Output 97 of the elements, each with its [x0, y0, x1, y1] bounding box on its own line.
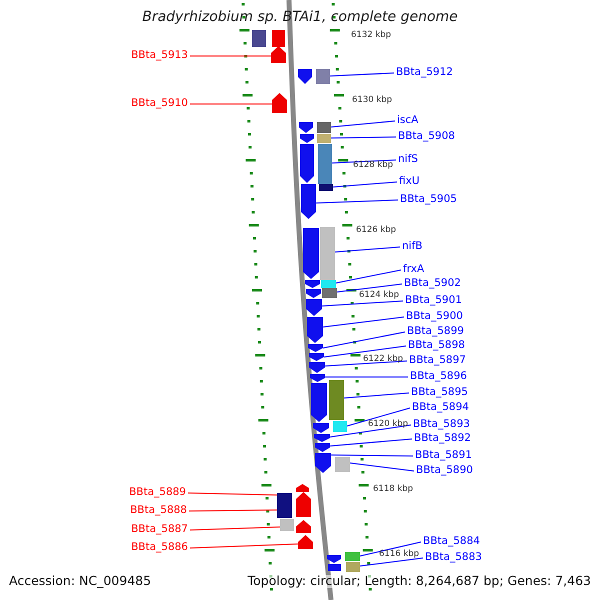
leader-line	[322, 316, 404, 328]
leader-line	[330, 454, 414, 456]
gene-label: iscA	[397, 115, 418, 126]
gene-label: frxA	[403, 264, 424, 274]
leader-line	[336, 270, 402, 284]
leader-line	[190, 544, 298, 548]
gene-block	[309, 362, 325, 373]
leader-line	[322, 332, 406, 348]
gene-box	[345, 552, 360, 561]
leader-line	[324, 360, 408, 366]
gene-label: BBta_5910	[131, 98, 188, 108]
tick-label: 6120 kbp	[368, 420, 408, 428]
genome-info-text: Topology: circular; Length: 8,264,687 bp; Genes: 7,463	[248, 575, 591, 588]
accession-text: Accession: NC_009485	[9, 575, 152, 588]
gene-box	[318, 144, 332, 184]
tick-label: 6130 kbp	[352, 96, 392, 104]
gene-label: nifB	[402, 241, 422, 252]
gene-label: BBta_5893	[413, 419, 470, 430]
gene-block	[296, 520, 311, 533]
leader-line	[336, 284, 402, 292]
gene-block	[271, 46, 286, 63]
gene-label: BBta_5891	[415, 450, 472, 460]
gene-box	[320, 227, 335, 280]
gene-box	[329, 380, 344, 420]
gene-box	[277, 493, 292, 518]
gene-box	[280, 519, 294, 531]
leader-line	[330, 424, 412, 438]
gene-label: BBta_5905	[400, 194, 457, 204]
gene-box	[335, 457, 350, 472]
gene-label: BBta_5890	[416, 465, 473, 476]
gene-label: BBta_5902	[404, 278, 461, 288]
leader-line	[350, 462, 414, 472]
gene-label: BBta_5884	[423, 536, 480, 546]
leader-line	[360, 558, 424, 566]
gene-label: BBta_5886	[131, 542, 188, 552]
gene-box	[346, 562, 360, 572]
tick-label: 6128 kbp	[353, 161, 394, 170]
tick-label: 6118 kbp	[373, 485, 414, 494]
leader-line	[190, 526, 280, 530]
gene-box	[316, 69, 330, 84]
gene-block	[298, 69, 312, 84]
gene-label: BBta_5889	[129, 487, 186, 498]
leader-line	[330, 120, 396, 128]
gene-label: BBta_5897	[409, 355, 466, 366]
gene-box	[319, 184, 333, 191]
gene-box	[317, 122, 331, 133]
gene-label: fixU	[399, 176, 420, 186]
gene-label: BBta_5901	[405, 295, 462, 306]
gene-box	[317, 134, 331, 143]
leader-line	[324, 346, 406, 358]
gene-block	[301, 184, 316, 219]
tick-label: 6132 kbp	[351, 31, 392, 40]
tick-label: 6124 kbp	[359, 291, 400, 300]
leader-line	[330, 438, 412, 446]
leader-line	[346, 408, 410, 426]
gene-label: BBta_5887	[131, 524, 188, 534]
leader-line	[324, 376, 408, 378]
leader-line	[330, 136, 396, 138]
gene-label: BBta_5896	[410, 371, 467, 382]
tick-label: 6122 kbp	[363, 355, 404, 364]
leader-line	[332, 182, 398, 188]
gene-label: BBta_5898	[408, 340, 465, 350]
leader-line	[316, 200, 398, 204]
gene-block	[314, 434, 330, 442]
leader-line	[188, 510, 278, 512]
gene-label: BBta_5913	[131, 50, 188, 60]
gene-label: BBta_5895	[411, 387, 468, 398]
gene-block	[327, 555, 341, 563]
gene-box	[321, 280, 336, 288]
leader-line	[344, 392, 410, 398]
gene-block	[272, 93, 287, 113]
gene-box	[252, 30, 266, 47]
tick-label: 6126 kbp	[356, 226, 396, 234]
gene-label: BBta_5899	[407, 326, 464, 336]
leader-line	[188, 492, 278, 496]
leader-line	[330, 72, 394, 76]
gene-block	[309, 353, 324, 361]
gene-label: BBta_5888	[130, 505, 187, 516]
gene-label: nifS	[398, 154, 418, 164]
gene-label: BBta_5912	[396, 67, 453, 78]
leader-line	[360, 542, 422, 556]
gene-block	[298, 535, 313, 549]
gene-label: BBta_5892	[414, 433, 471, 444]
gene-label: BBta_5883	[425, 552, 482, 562]
title: Bradyrhizobium sp. BTAi1, complete genome	[141, 10, 459, 24]
gene-box	[272, 30, 285, 47]
gene-block	[299, 122, 313, 133]
gene-box	[333, 421, 347, 432]
gene-box	[328, 564, 341, 571]
gene-label: BBta_5900	[406, 311, 463, 322]
leader-line	[322, 300, 404, 306]
gene-label: BBta_5894	[412, 402, 469, 412]
tick-label: 6116 kbp	[379, 550, 420, 558]
gene-box	[322, 288, 337, 298]
leader-line	[334, 246, 400, 252]
leader-line	[332, 160, 396, 164]
gene-label: BBta_5908	[398, 131, 455, 142]
